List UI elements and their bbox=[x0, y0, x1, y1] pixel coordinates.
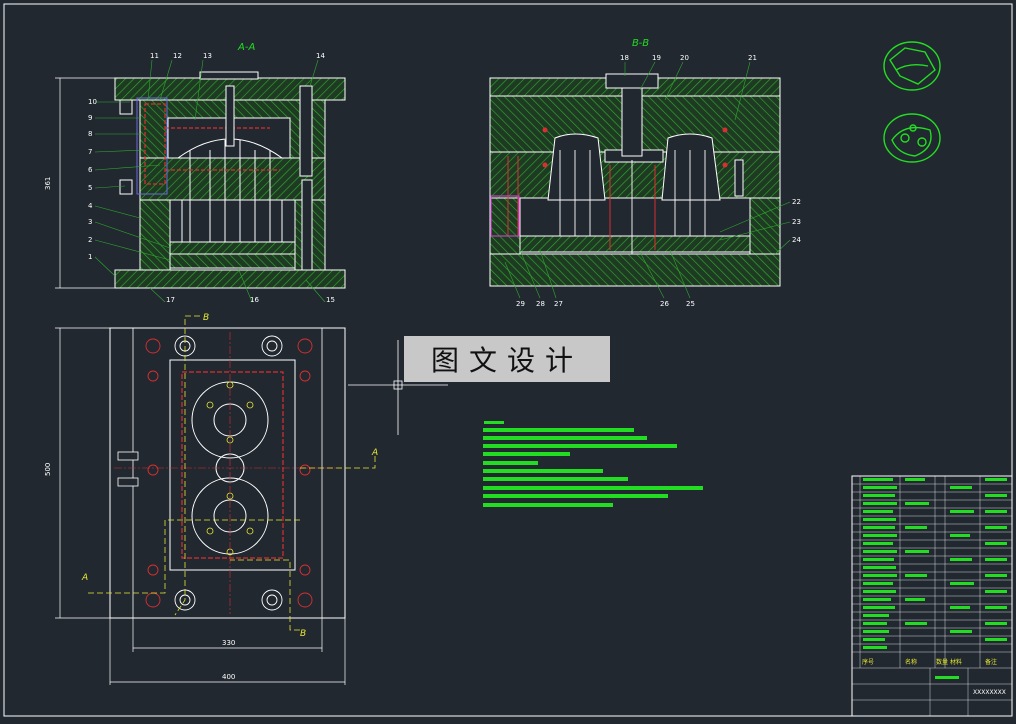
dim-aa-height-label: 361 bbox=[44, 177, 52, 190]
bb-cavity-right bbox=[661, 133, 721, 201]
part-3d-preview-2 bbox=[883, 113, 941, 163]
bb-locating-ring bbox=[605, 73, 659, 89]
balloon-15: 15 bbox=[326, 296, 335, 304]
bom-header-remark: 备注 bbox=[985, 658, 997, 666]
bom-entries bbox=[863, 478, 1007, 679]
bb-guide-pin bbox=[734, 159, 744, 197]
bottom-clamp-plate bbox=[114, 269, 346, 289]
plan-guide-bushings bbox=[174, 335, 283, 611]
balloon-9: 9 bbox=[88, 114, 92, 122]
ejector-pins bbox=[181, 140, 283, 242]
sheet-border bbox=[3, 3, 1013, 717]
leaders-bottom bbox=[149, 267, 326, 303]
balloon-11: 11 bbox=[150, 52, 159, 60]
bb-leaders bbox=[504, 61, 791, 299]
section-aa-title: A-A bbox=[237, 42, 255, 53]
marker-b-bottom: B bbox=[300, 629, 306, 639]
balloon-3: 3 bbox=[88, 218, 92, 226]
bb-ejector-plate bbox=[519, 235, 751, 253]
plan-cooling-loop bbox=[181, 371, 284, 559]
plan-view[interactable]: B A A B 500 330 400 bbox=[44, 313, 378, 685]
balloon-5: 5 bbox=[88, 184, 92, 192]
dim-plan-outer-width: 400 bbox=[222, 673, 235, 681]
plan-cavity-pocket bbox=[169, 359, 296, 571]
balloon-26: 26 bbox=[660, 300, 669, 308]
section-aa-view[interactable]: A-A bbox=[44, 42, 346, 304]
ejector-plate bbox=[169, 253, 296, 269]
balloon-4: 4 bbox=[88, 202, 93, 210]
water-fitting-bottom bbox=[119, 179, 133, 195]
balloon-8: 8 bbox=[88, 130, 92, 138]
bb-pins bbox=[559, 150, 706, 254]
bb-sprue-bushing bbox=[621, 85, 643, 157]
marker-b-top: B bbox=[203, 313, 209, 323]
drawing-code: XXXXXXXX bbox=[973, 689, 1006, 696]
plan-inner-plate bbox=[132, 327, 323, 619]
part-3d-preview-1 bbox=[883, 41, 941, 91]
balloon-6: 6 bbox=[88, 166, 93, 174]
core-plate bbox=[139, 157, 326, 201]
balloon-20: 20 bbox=[680, 54, 689, 62]
balloon-7: 7 bbox=[88, 148, 92, 156]
bom-grid bbox=[852, 476, 1012, 716]
spacer-block-left bbox=[139, 199, 171, 271]
marker-a-right: A bbox=[371, 448, 378, 458]
balloon-2: 2 bbox=[88, 236, 92, 244]
watermark-label: 图文设计 bbox=[404, 336, 610, 382]
bom-header-material: 材料 bbox=[950, 658, 962, 666]
balloon-21: 21 bbox=[748, 54, 757, 62]
marker-a-left: A bbox=[81, 573, 88, 583]
balloon-24: 24 bbox=[792, 236, 801, 244]
leaders-top bbox=[147, 59, 319, 121]
balloon-1: 1 bbox=[88, 253, 92, 261]
balloon-28: 28 bbox=[536, 300, 545, 308]
leaders-left bbox=[94, 101, 171, 277]
balloon-23: 23 bbox=[792, 218, 801, 226]
plan-screws bbox=[145, 338, 313, 608]
balloon-14: 14 bbox=[316, 52, 325, 60]
balloon-27: 27 bbox=[554, 300, 563, 308]
section-bb-view[interactable]: B-B bbox=[489, 38, 801, 308]
technical-notes bbox=[483, 421, 703, 507]
section-bb-title: B-B bbox=[632, 38, 649, 49]
bb-magenta-block bbox=[490, 195, 520, 237]
guide-pin-right bbox=[299, 85, 313, 177]
plan-dimensions bbox=[55, 327, 346, 685]
bb-bottom-clamp-plate bbox=[489, 253, 781, 287]
title-block: 序号 名称 数量 材料 备注 XXXXXXXX bbox=[851, 475, 1013, 717]
bom-header-qty: 数量 bbox=[936, 658, 948, 666]
ejector-retainer-plate bbox=[169, 241, 296, 255]
dim-plan-inner-width: 330 bbox=[222, 639, 235, 647]
balloon-25: 25 bbox=[686, 300, 695, 308]
balloon-18: 18 bbox=[620, 54, 629, 62]
sprue-bushing bbox=[225, 85, 235, 147]
plan-water-fittings bbox=[117, 451, 139, 487]
bb-cavity-left bbox=[547, 133, 606, 201]
cad-crosshair-cursor bbox=[348, 340, 448, 435]
water-fitting-top bbox=[119, 99, 133, 115]
balloon-19: 19 bbox=[652, 54, 661, 62]
balloon-13: 13 bbox=[203, 52, 212, 60]
return-pin-right bbox=[301, 179, 313, 271]
balloon-12: 12 bbox=[173, 52, 182, 60]
cooling-channels bbox=[144, 103, 280, 185]
bb-cooling-holes bbox=[542, 127, 728, 168]
balloon-10: 10 bbox=[88, 98, 97, 106]
dim-plan-height: 500 bbox=[44, 463, 52, 476]
balloon-17: 17 bbox=[166, 296, 175, 304]
plan-section-lines bbox=[88, 315, 376, 631]
balloon-16: 16 bbox=[250, 296, 259, 304]
dim-aa-height bbox=[55, 77, 115, 289]
bom-header-name: 名称 bbox=[905, 658, 917, 666]
slider-outline bbox=[136, 97, 168, 195]
locating-ring bbox=[199, 71, 259, 80]
balloon-29: 29 bbox=[516, 300, 525, 308]
bb-spacer-left bbox=[489, 197, 521, 255]
balloon-22: 22 bbox=[792, 198, 801, 206]
bom-header-no: 序号 bbox=[862, 658, 874, 666]
